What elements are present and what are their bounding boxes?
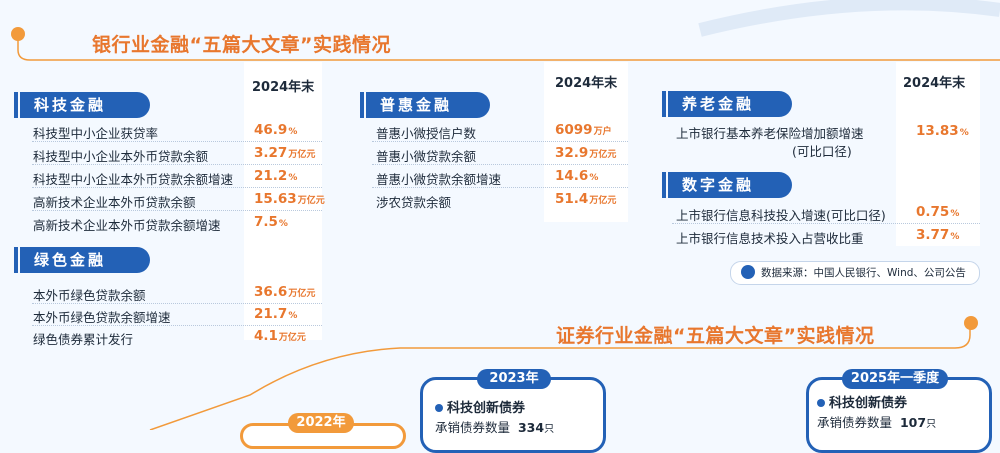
card-2025q1-stat: 承销债券数量 107只 <box>817 415 937 430</box>
pension-row-label-line1: 上市银行基本养老保险增加额增速 <box>676 126 864 141</box>
digital-row-1-label: 上市银行信息技术投入占营收比重 <box>676 231 864 246</box>
sci-row-2-label: 科技型中小企业本外币贷款余额增速 <box>33 172 234 187</box>
sci-row-3-label: 高新技术企业本外币贷款余额 <box>33 195 196 210</box>
title-dot-2 <box>964 316 978 330</box>
tag-sci-tech-finance: 科技金融 <box>14 92 150 118</box>
value-column-band-2 <box>544 62 628 222</box>
tag-pension-finance: 养老金融 <box>662 91 792 117</box>
value-column-band-3 <box>896 62 980 246</box>
inclusive-row-2-label: 普惠小微贷款余额增速 <box>376 172 502 187</box>
data-source-note: 数据来源：中国人民银行、Wind、公司公告 <box>730 261 980 285</box>
banking-title: 银行业金融“五篇大文章”实践情况 <box>92 34 391 56</box>
sci-row-4-value: 7.5% <box>254 214 288 230</box>
divider <box>372 141 628 142</box>
inclusive-row-0-label: 普惠小微授信户数 <box>376 126 477 141</box>
green-row-0-value: 36.6万亿元 <box>254 284 316 300</box>
securities-title: 证券行业金融“五篇大文章”实践情况 <box>556 325 875 347</box>
card-2023-year: 2023年 <box>477 369 551 389</box>
tag-green-finance: 绿色金融 <box>14 247 150 273</box>
bullet-icon <box>817 398 825 407</box>
value-column-band-1 <box>244 62 322 340</box>
year-header-3: 2024年末 <box>903 76 966 91</box>
card-2023-heading: 科技创新债券 <box>435 397 525 416</box>
sci-row-0-value: 46.9% <box>254 122 298 138</box>
sci-row-3-value: 15.63万亿元 <box>254 191 325 207</box>
sci-row-4-label: 高新技术企业本外币贷款余额增速 <box>33 218 221 233</box>
pension-row-label-line2: (可比口径) <box>792 144 852 159</box>
inclusive-row-0-value: 6099万户 <box>555 122 612 138</box>
digital-row-1-value: 3.77% <box>916 227 960 243</box>
divider <box>372 164 628 165</box>
digital-row-0-value: 0.75% <box>916 204 960 220</box>
green-row-1-label: 本外币绿色贷款余额增速 <box>33 310 171 325</box>
divider <box>672 223 980 224</box>
card-2022-year: 2022年 <box>288 413 354 433</box>
card-2025q1-year: 2025年一季度 <box>842 369 948 389</box>
title-dot <box>11 27 25 41</box>
background-decoration <box>17 0 1000 430</box>
digital-row-0-label: 上市银行信息科技投入增速(可比口径) <box>676 208 886 223</box>
card-2025q1-heading: 科技创新债券 <box>817 392 907 411</box>
tag-inclusive-finance: 普惠金融 <box>360 92 490 118</box>
divider <box>32 164 322 165</box>
inclusive-row-1-label: 普惠小微贷款余额 <box>376 149 477 164</box>
sci-row-1-label: 科技型中小企业本外币贷款余额 <box>33 149 209 164</box>
year-header-2: 2024年末 <box>555 76 618 91</box>
divider <box>32 187 322 188</box>
green-row-2-label: 绿色债券累计发行 <box>33 332 134 347</box>
sci-row-1-value: 3.27万亿元 <box>254 145 316 161</box>
green-row-2-value: 4.1万亿元 <box>254 328 306 344</box>
inclusive-row-2-value: 14.6% <box>555 168 599 184</box>
divider <box>32 303 322 304</box>
sci-row-2-value: 21.2% <box>254 168 298 184</box>
divider <box>32 210 322 211</box>
green-row-0-label: 本外币绿色贷款余额 <box>33 288 146 303</box>
card-2023-stat: 承销债券数量 334只 <box>435 420 555 435</box>
year-header-1: 2024年末 <box>252 80 315 95</box>
bullet-icon <box>435 403 443 412</box>
data-source-text: 数据来源：中国人民银行、Wind、公司公告 <box>761 267 966 279</box>
green-row-1-value: 21.7% <box>254 306 298 322</box>
tag-digital-finance: 数字金融 <box>662 172 792 198</box>
info-icon <box>741 265 755 279</box>
pension-row-value: 13.83% <box>916 123 969 139</box>
divider <box>32 325 322 326</box>
inclusive-row-1-value: 32.9万亿元 <box>555 145 617 161</box>
inclusive-row-3-value: 51.4万亿元 <box>555 191 617 207</box>
inclusive-row-3-label: 涉农贷款余额 <box>376 195 452 210</box>
sci-row-0-label: 科技型中小企业获贷率 <box>33 126 159 141</box>
divider <box>32 141 322 142</box>
divider <box>372 187 628 188</box>
